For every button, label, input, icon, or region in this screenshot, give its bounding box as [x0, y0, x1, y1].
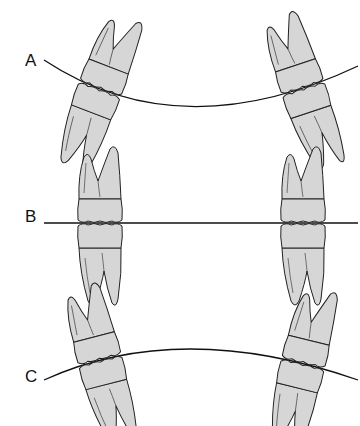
tooth-detail	[88, 320, 94, 336]
tooth-outline	[288, 284, 341, 345]
tooth-detail	[293, 393, 299, 411]
tooth-detail	[305, 253, 307, 271]
tooth-detail	[272, 394, 285, 426]
molar-pair	[78, 147, 123, 306]
row-letter: B	[24, 208, 37, 225]
tooth-outline	[78, 199, 123, 223]
tooth-detail	[287, 163, 289, 193]
tooth-detail	[96, 27, 109, 56]
tooth-detail	[288, 48, 295, 64]
tooth-outline	[78, 355, 127, 390]
tooth-detail	[85, 118, 93, 136]
row-letter: A	[24, 52, 37, 69]
molar-pair	[262, 284, 343, 426]
tooth-detail	[307, 322, 313, 338]
tooth-outline	[60, 281, 114, 342]
tooth-detail	[295, 301, 304, 331]
tooth-detail	[85, 258, 90, 293]
row-letter: C	[24, 368, 38, 385]
tooth-outline	[70, 81, 120, 120]
tooth-detail	[84, 163, 86, 193]
tooth-outline	[282, 147, 324, 199]
tooth-detail	[314, 115, 322, 133]
tooth-detail	[288, 258, 293, 293]
molar-pair	[258, 9, 350, 174]
tooth-detail	[70, 306, 79, 336]
tooth-detail	[269, 36, 280, 65]
tooth-outline	[79, 147, 121, 199]
tooth-detail	[94, 397, 108, 426]
molar-pair	[281, 147, 326, 306]
tooth-outline	[78, 224, 123, 249]
tooth-detail	[102, 253, 104, 271]
tooth-detail	[109, 388, 115, 406]
tooth-detail	[301, 181, 303, 197]
tooth-outline	[282, 82, 332, 119]
tooth-outline	[281, 199, 326, 223]
tooth-detail	[107, 49, 115, 65]
tooth-outline	[275, 359, 324, 394]
tooth-detail	[61, 116, 78, 150]
tooth-outline	[281, 224, 326, 249]
tooth-detail	[98, 181, 100, 197]
molar-pair	[59, 281, 142, 426]
molar-pair	[50, 10, 148, 174]
